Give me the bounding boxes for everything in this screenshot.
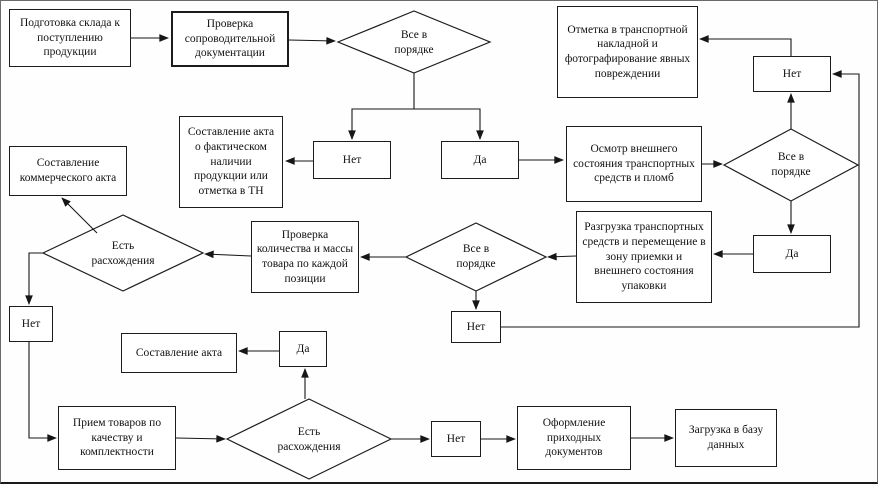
node-yes-2: Да <box>753 235 831 273</box>
node-quality-acceptance: Прием товаров по качеству и комплектност… <box>58 406 176 470</box>
decision-label-discrepancies-2: Есть расхождения <box>277 426 341 453</box>
node-no-3: Нет <box>451 311 501 343</box>
decision-label-discrepancies-1: Есть расхождения <box>91 240 155 267</box>
decision-diamond-all-ok-2 <box>722 128 860 202</box>
edge-d1-to-yes1 <box>414 108 484 140</box>
decision-diamond-discrepancies-1 <box>41 214 205 292</box>
decision-label-all-ok-3: Все в порядке <box>456 243 496 270</box>
edge-d1-to-no1 <box>348 73 415 140</box>
node-yes-1: Да <box>441 141 519 179</box>
node-damage-note: Отметка в транспортной накладной и фотог… <box>557 6 698 98</box>
node-warehouse-prep: Подготовка склада к поступлению продукци… <box>9 9 131 67</box>
edge-quantity-to-d4 <box>204 250 252 259</box>
node-act-drawup: Составление акта <box>121 333 237 373</box>
node-no-2: Нет <box>9 306 53 342</box>
node-act-availability: Составление акта о фактическом наличии п… <box>179 116 283 208</box>
node-receipt-docs: Оформление приходных документов <box>517 406 631 470</box>
edge-no2-to-quality <box>28 342 57 442</box>
node-unloading: Разгрузка транспортных средств и перемещ… <box>576 211 712 303</box>
node-quantity-check: Проверка количества и массы товара по ка… <box>251 221 359 293</box>
node-no-top-right: Нет <box>753 56 831 92</box>
node-vehicle-inspect: Осмотр внешнего состояния транспортных с… <box>566 126 702 202</box>
decision-label-all-ok-1: Все в порядке <box>394 29 434 56</box>
edge-unloading-to-d3 <box>547 252 577 261</box>
node-doc-check: Проверка сопроводительной документации <box>171 11 289 67</box>
edge-no-top-to-damagenote <box>699 35 792 56</box>
node-commercial-act: Составление коммерческого акта <box>9 146 127 196</box>
edge-d4-to-commercialact <box>61 197 98 234</box>
decision-label-all-ok-2: Все в порядке <box>771 151 811 178</box>
decision-diamond-all-ok-1 <box>336 10 492 74</box>
node-no-1: Нет <box>313 141 391 179</box>
node-yes-3: Да <box>279 331 327 367</box>
edge-quality-to-d5 <box>175 434 226 443</box>
edge-d4-to-no2 <box>25 252 43 305</box>
node-db-load: Загрузка в базу данных <box>675 409 777 467</box>
node-no-4: Нет <box>431 421 481 457</box>
decision-diamond-all-ok-3 <box>404 222 548 292</box>
edge-doccheck-to-d1 <box>288 36 336 45</box>
edge-no3-to-no-top-feedback <box>501 70 860 328</box>
